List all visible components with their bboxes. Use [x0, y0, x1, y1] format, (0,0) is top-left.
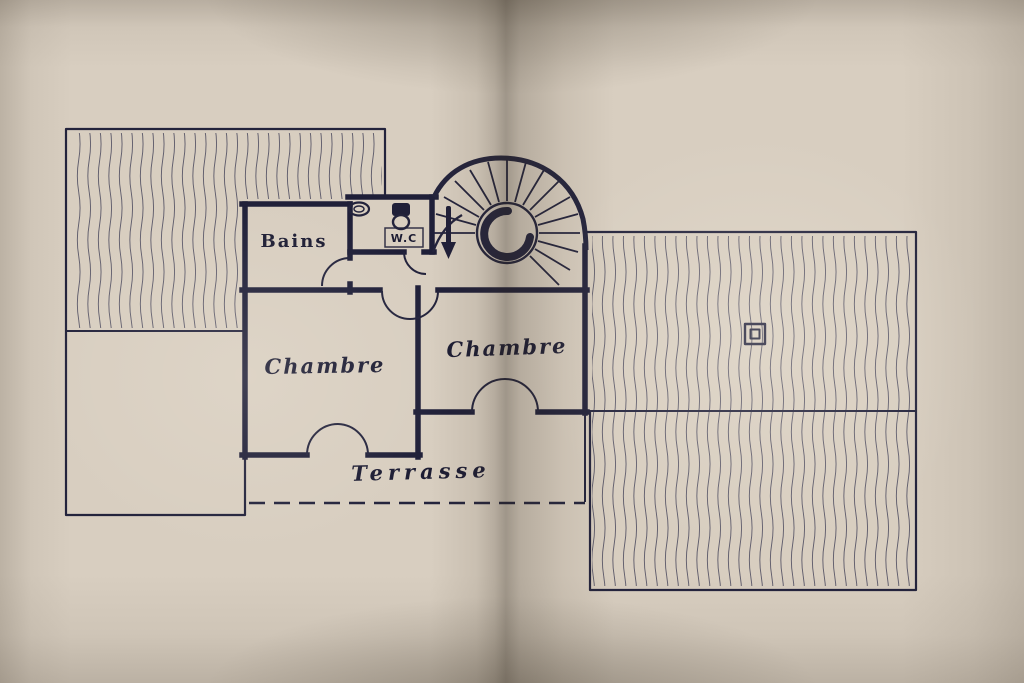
door-arc-corridor-right: [409, 290, 439, 320]
terrasse-label: Terrasse: [351, 457, 491, 486]
stair-inner-edge: [431, 213, 463, 253]
toilet-fixture: [391, 203, 411, 231]
door-arc-wc: [403, 251, 427, 275]
stair-treads: [434, 160, 580, 286]
room-label-chambre-right: Chambre: [446, 333, 568, 362]
stair-outer-wall: [431, 155, 589, 251]
stair-direction-arrow: [441, 206, 456, 259]
wc-label: W.C: [391, 232, 418, 245]
wc-label-box: [384, 227, 424, 248]
stair-newel-spiral: [480, 206, 534, 261]
sink-fixture: [347, 201, 371, 217]
room-label-chambre-left: Chambre: [264, 352, 385, 379]
door-arc-chambre-right-b: [504, 378, 539, 413]
chimney-symbol: [743, 322, 767, 346]
left-roof-wing: [64, 127, 387, 517]
bath-fixtures: [347, 201, 424, 248]
right-wing-outline: [585, 230, 918, 592]
door-arc-chambre-left-b: [337, 423, 369, 456]
sink-basin: [353, 205, 365, 213]
door-arcs: [306, 251, 539, 456]
door-arc-chambre-right-a: [471, 378, 506, 413]
door-arc-chambre-left-a: [306, 423, 339, 456]
right-roof-wing: [585, 230, 918, 592]
door-arc-corridor-left: [381, 290, 411, 320]
room-walls: [239, 194, 590, 460]
room-label-bains: Bains: [261, 231, 328, 252]
spiral-staircase: [431, 155, 589, 286]
room-labels: Bains W.C Chambre Chambre Terrasse: [261, 231, 568, 486]
left-wing-outline: [64, 127, 387, 517]
left-wing-hatch: [70, 133, 382, 328]
door-arc-bains: [321, 257, 351, 287]
stair-well: [475, 201, 539, 265]
